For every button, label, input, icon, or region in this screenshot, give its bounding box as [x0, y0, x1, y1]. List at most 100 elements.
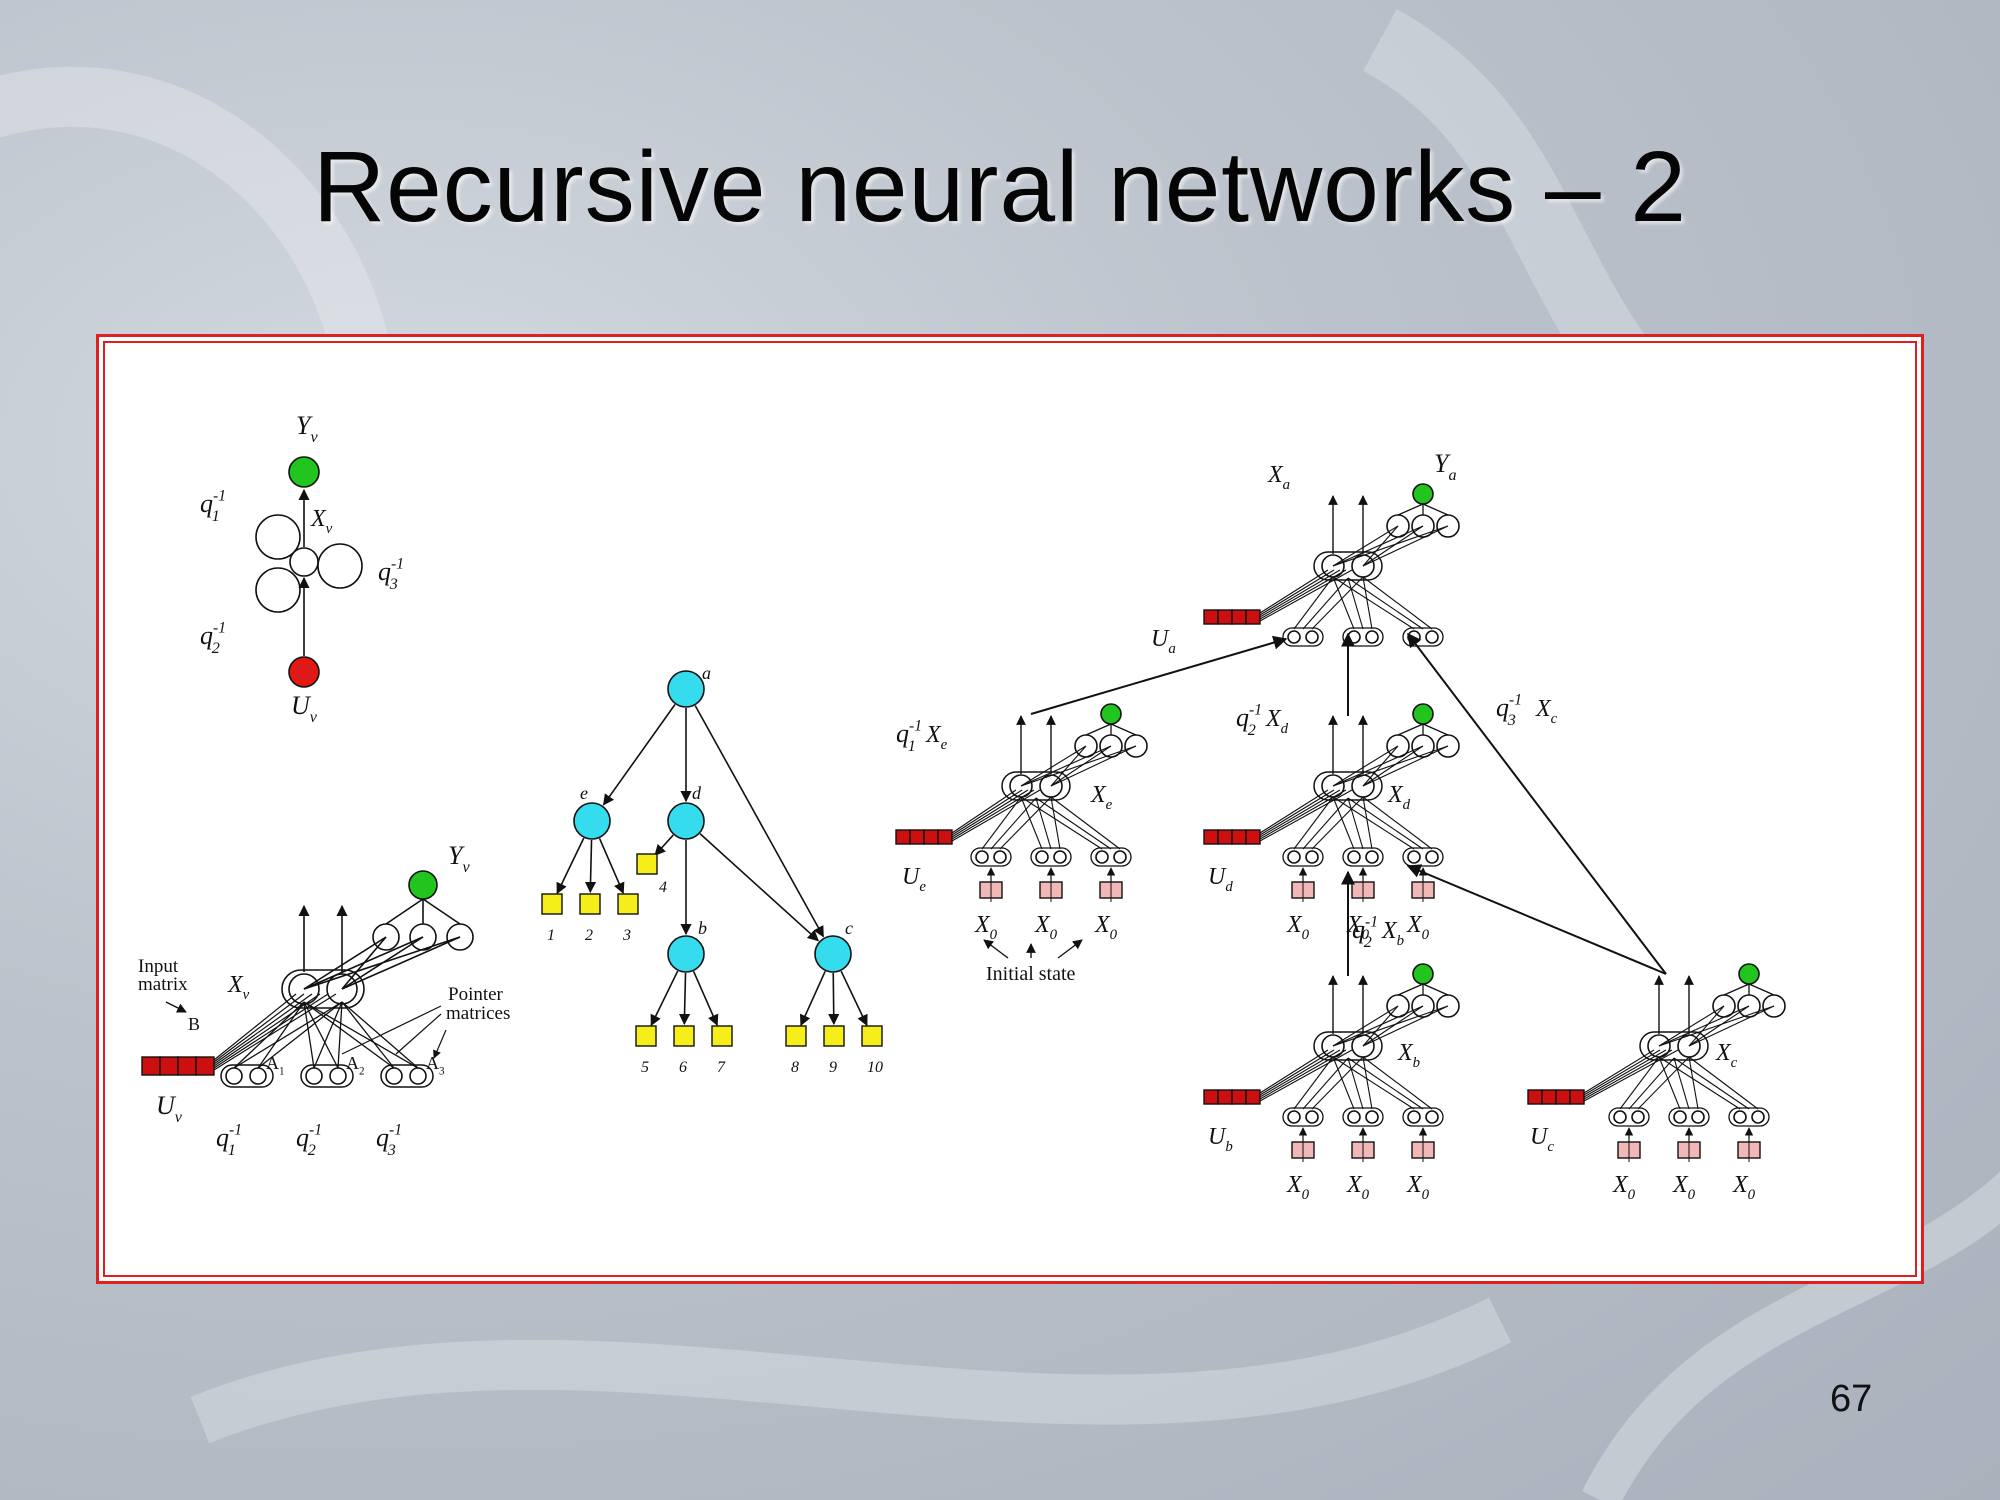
leaf-node — [711, 1025, 733, 1047]
unit-b-pointer-neuron — [1425, 1110, 1439, 1124]
unit-c-pointer-edge — [1673, 1057, 1690, 1110]
leaf-edge — [678, 972, 691, 1026]
unit-e-input-label: Ue — [902, 864, 926, 895]
leaf-label: 8 — [791, 1059, 799, 1076]
unit-c-state-output-edge — [1688, 1005, 1775, 1047]
unit-a-pointer-edge — [1347, 577, 1364, 630]
unfolded-output-node — [408, 870, 438, 900]
pointer-neuron — [329, 1067, 347, 1085]
loop-q3 — [317, 543, 363, 589]
unit-d-state-output-edge — [1332, 745, 1399, 787]
unit-d-pointer-edge — [1362, 796, 1373, 850]
initial-state-label: Initial state — [986, 963, 1076, 985]
unit-b-pointer-edge — [1347, 1057, 1364, 1110]
unit-a-output-edge — [1397, 503, 1424, 516]
unit-e-pointer-edge — [1050, 796, 1121, 850]
leaf-edge — [598, 838, 625, 895]
unit-a-pointer-edge — [1362, 576, 1373, 630]
unit-b-state-output-edge — [1332, 1005, 1424, 1047]
unit-d-output-edge — [1422, 723, 1449, 736]
unit-b-input-edge — [1259, 1049, 1335, 1096]
unit-a-pointer-edge — [1311, 576, 1364, 630]
unit-c-output-edge — [1748, 983, 1775, 996]
unit-c-state-output-edge — [1658, 1005, 1725, 1047]
unit-e-input-bar-cell — [923, 829, 939, 845]
unit-b-pointer-neuron — [1347, 1110, 1361, 1124]
unit-c-x0-label: X0 — [1612, 1172, 1636, 1203]
pointer-edge — [257, 1001, 305, 1069]
unit-c-state-output-edge — [1658, 1005, 1775, 1047]
unit-e-state-output-edge — [1020, 745, 1112, 787]
unit-d-state-output-edge — [1332, 745, 1449, 787]
unit-c-pointer-neuron — [1751, 1110, 1765, 1124]
unit-b-state-output-edge — [1332, 1005, 1449, 1047]
unit-b-pointer-edge — [1332, 1056, 1415, 1110]
unit-e-input-edge — [951, 789, 1023, 836]
unit-a-input-bar-cell — [1245, 609, 1261, 625]
leaf-label: 6 — [679, 1059, 687, 1076]
unit-c-input-edge — [1583, 1049, 1679, 1102]
unit-d-pointer-edge — [1332, 796, 1415, 850]
unit-b-pointer-edge — [1362, 1056, 1373, 1110]
unit-b-input-bar-cell — [1245, 1089, 1261, 1105]
pointer-edge — [257, 1001, 343, 1069]
pointer-neuron — [385, 1067, 403, 1085]
unit-a-state-output-edge — [1332, 525, 1424, 567]
output-label: Yv — [296, 411, 318, 446]
leaf-label: 7 — [717, 1059, 726, 1076]
unit-a-pointer-edge — [1293, 576, 1334, 630]
edge-c-state: Xc — [1535, 696, 1558, 727]
unit-a-pointer-edge — [1347, 577, 1424, 630]
unit-d-input-bar-cell — [1203, 829, 1219, 845]
unit-d-pointer-edge — [1293, 796, 1334, 850]
unit-d-state-label: Xd — [1387, 782, 1411, 813]
unit-e-pointer-neuron — [993, 850, 1007, 864]
leaf-node — [636, 853, 658, 875]
leaf-node — [579, 893, 601, 915]
unit-a-state-label: Xa — [1267, 462, 1290, 493]
unit-d-input-bar-cell — [1231, 829, 1247, 845]
loop-q1 — [255, 514, 301, 560]
edge-c-to-d — [1406, 864, 1667, 975]
unit-b-state-output-edge — [1332, 1005, 1399, 1047]
unit-c-input-edge — [1583, 1049, 1673, 1100]
output-edge — [422, 898, 461, 925]
unit-e-input-bar-cell — [909, 829, 925, 845]
tree-node-b — [667, 935, 705, 973]
input-matrix-edge — [213, 993, 305, 1063]
unfolded-state-label: Xv — [227, 972, 250, 1003]
input-matrix-cell — [177, 1056, 197, 1076]
unit-d-pointer-neuron — [1365, 850, 1379, 864]
pointer-neuron — [409, 1067, 427, 1085]
slide-title: Recursive neural networks – 2 — [312, 131, 1688, 243]
unit-c-pointer-neuron — [1691, 1110, 1705, 1124]
unit-e-pointer-edge — [1020, 796, 1043, 850]
unit-b-pointer-edge — [1311, 1056, 1364, 1110]
initial-state-arrow — [1057, 939, 1083, 959]
unit-b-input-edge — [1259, 1049, 1329, 1094]
unit-e-pointer-neuron — [1095, 850, 1109, 864]
unit-a-state-output-edge — [1362, 525, 1399, 567]
leaf-label: 9 — [829, 1059, 837, 1076]
unit-b-pointer-edge — [1302, 1057, 1349, 1110]
unit-d-state-output-edge — [1362, 745, 1399, 787]
unit-c-pointer-edge — [1688, 1056, 1759, 1110]
unit-c-state-label: Xc — [1715, 1040, 1738, 1071]
unit-d-pointer-edge — [1311, 796, 1364, 850]
input-matrix-edge — [213, 993, 337, 1071]
leaf-label: 4 — [659, 879, 667, 896]
unit-e-state-label: Xe — [1090, 782, 1113, 813]
unit-a-pointer-neuron — [1425, 630, 1439, 644]
input-matrix-edge — [213, 993, 313, 1065]
unit-e-pointer-edge — [1020, 796, 1103, 850]
unit-a-pointer-edge — [1302, 577, 1349, 630]
unit-a-pointer-neuron — [1347, 630, 1361, 644]
unit-a-pointer-edge — [1362, 576, 1433, 630]
unit-b-state-output-edge — [1362, 1005, 1399, 1047]
input-matrix-name: B — [188, 1014, 200, 1034]
